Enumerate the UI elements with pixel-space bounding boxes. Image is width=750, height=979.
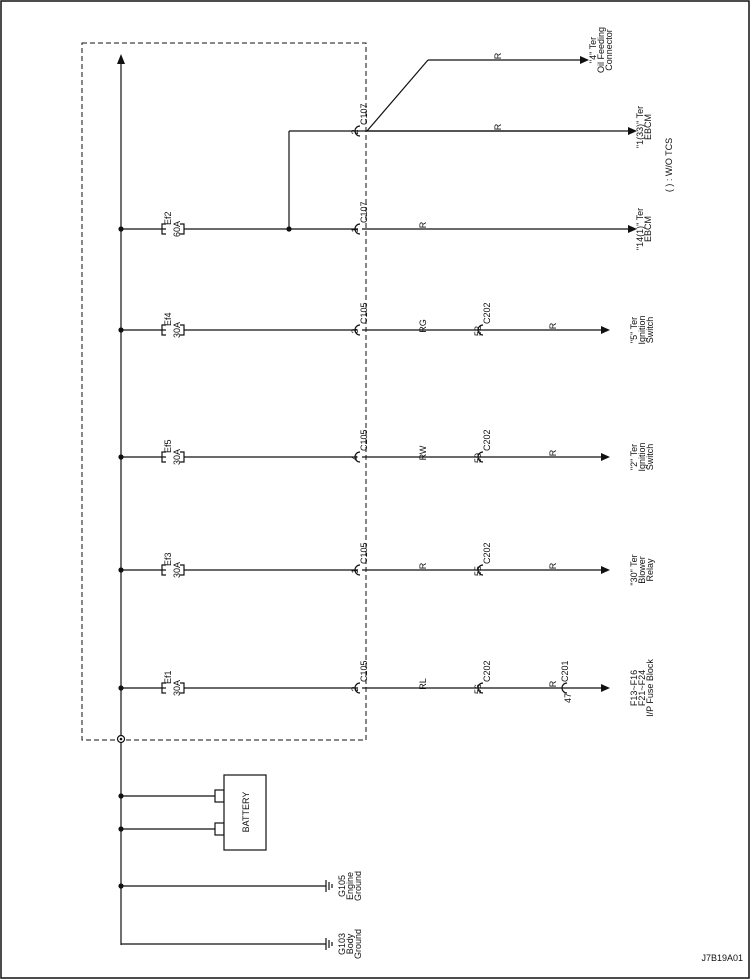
destination-label: "4" Ter: [588, 37, 598, 63]
connector-pin: 2: [350, 129, 360, 134]
destination-label: "2" Ter: [629, 444, 639, 470]
connector-icon: [354, 223, 361, 235]
connector-name: C201: [560, 660, 570, 682]
connector-pin: 2: [350, 686, 360, 691]
wire-color: R: [548, 449, 558, 456]
wire-color: R: [418, 221, 428, 228]
destination-label: EBCM: [643, 216, 653, 242]
arrow-icon: [601, 684, 610, 692]
connector-name: C202: [482, 660, 492, 682]
ground-label: Ground: [353, 871, 363, 901]
destination-label: EBCM: [643, 114, 653, 140]
connector-name: C105: [359, 660, 369, 682]
destination-label: Ignition: [637, 442, 647, 471]
destination-label: Switch: [645, 317, 655, 344]
connector-icon: [354, 564, 361, 576]
connector-name: C202: [482, 302, 492, 324]
ground-label: Ground: [353, 929, 363, 959]
wire-color: R: [418, 562, 428, 569]
destination-label: F21~F24: [637, 670, 647, 706]
wire-color: RW: [418, 445, 428, 460]
connector-pin: 59: [473, 453, 483, 463]
battery-label: BATTERY: [241, 792, 251, 833]
destination-label: Ignition: [637, 315, 647, 344]
connector-icon: [477, 564, 484, 576]
battery-terminal: [214, 822, 225, 836]
bus-arrow-icon: [117, 54, 125, 64]
connector-pin: 1: [350, 227, 360, 232]
fuse-name: Ef1: [163, 670, 173, 684]
destination-label: "5" Ter: [629, 317, 639, 343]
arrow-icon: [601, 326, 610, 334]
fuse-name: Ef3: [163, 552, 173, 566]
arrow-icon: [628, 225, 637, 233]
connector-icon: [477, 682, 484, 694]
connector-pin: 47: [563, 693, 573, 703]
connector-icon: [354, 451, 361, 463]
connector-pin: 1: [350, 568, 360, 573]
destination-label: "1(33)" Ter: [635, 106, 645, 148]
destination-label: Switch: [645, 444, 655, 471]
fuse-name: Ef5: [163, 439, 173, 453]
note-label: ( ) : W/O TCS: [664, 138, 674, 192]
diagram-id: J7B19A01: [701, 953, 743, 963]
wire-color: RL: [418, 678, 428, 690]
fuse-rating: 60A: [172, 221, 182, 237]
destination-label: Connector: [604, 29, 614, 71]
ground-label: G103: [337, 933, 347, 955]
connector-icon: [354, 682, 361, 694]
ground-icon: [325, 880, 333, 892]
destination-label: I/P Fuse Block: [645, 659, 655, 717]
connector-name: C107: [359, 103, 369, 125]
ground-icon: [325, 938, 333, 950]
arrow-icon: [601, 453, 610, 461]
connector-pin: 4: [350, 455, 360, 460]
wire-color: R: [493, 52, 503, 59]
splice-junction-inner: [119, 737, 123, 741]
fuse-name: Ef2: [163, 211, 173, 225]
wire-color: R: [548, 680, 558, 687]
connector-name: C202: [482, 429, 492, 451]
destination-label: F13~F16: [629, 670, 639, 706]
connector-name: C105: [359, 542, 369, 564]
arrow-icon: [628, 127, 637, 135]
ground-label: G105: [337, 875, 347, 897]
ground-label: Body: [345, 933, 355, 954]
connector-name: C202: [482, 542, 492, 564]
connector-name: C105: [359, 429, 369, 451]
connector-icon: [561, 682, 568, 694]
connector-pin: 3: [350, 328, 360, 333]
destination-label: "14(1)" Ter: [635, 208, 645, 250]
connector-icon: [354, 125, 361, 137]
fuse-rating: 30A: [172, 449, 182, 465]
fuse-rating: 30A: [172, 562, 182, 578]
fuse-rating: 30A: [172, 322, 182, 338]
battery-icon: [223, 774, 267, 851]
connector-pin: 55: [473, 566, 483, 576]
destination-label: Blower: [637, 556, 647, 584]
ground-label: Engine: [345, 872, 355, 900]
wire-color: R: [493, 123, 503, 130]
arrow-icon: [601, 566, 610, 574]
connector-pin: 52: [473, 326, 483, 336]
battery-terminal: [214, 789, 225, 803]
connector-pin: 56: [473, 684, 483, 694]
connector-name: C105: [359, 302, 369, 324]
fuse-box-boundary: [81, 42, 367, 741]
fuse-rating: 30A: [172, 680, 182, 696]
destination-label: "30" Ter: [629, 554, 639, 585]
wire-color: R: [548, 562, 558, 569]
wire-color: RG: [418, 319, 428, 333]
connector-name: C107: [359, 201, 369, 223]
destination-label: Oil Feeding: [596, 27, 606, 73]
connector-icon: [354, 324, 361, 336]
oil-feed-wire: [366, 59, 429, 132]
connector-icon: [477, 324, 484, 336]
connector-icon: [477, 451, 484, 463]
wire-color: R: [548, 322, 558, 329]
destination-label: Relay: [645, 558, 655, 582]
arrow-icon: [580, 56, 589, 64]
fuse-name: Ef4: [163, 312, 173, 326]
